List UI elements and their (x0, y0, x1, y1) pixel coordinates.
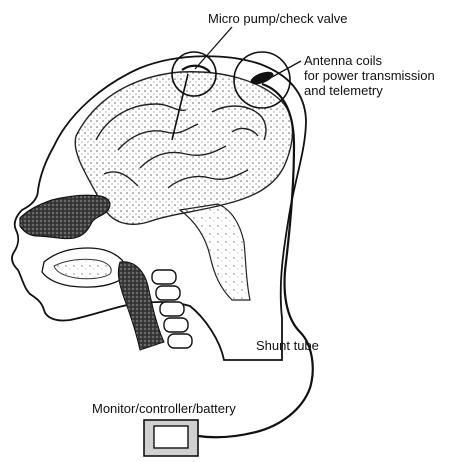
antenna-leader-line (272, 61, 301, 77)
antenna-label-line3: and telemetry (304, 83, 383, 98)
monitor-controller-battery[interactable] (144, 420, 198, 456)
antenna-label-line1: Antenna coils (304, 53, 382, 68)
antenna-label-line2: for power transmission (304, 68, 435, 83)
monitor-label: Monitor/controller/battery (92, 401, 236, 416)
shunt-tube-label: Shunt tube (256, 338, 319, 353)
micro-pump-label: Micro pump/check valve (208, 11, 347, 26)
